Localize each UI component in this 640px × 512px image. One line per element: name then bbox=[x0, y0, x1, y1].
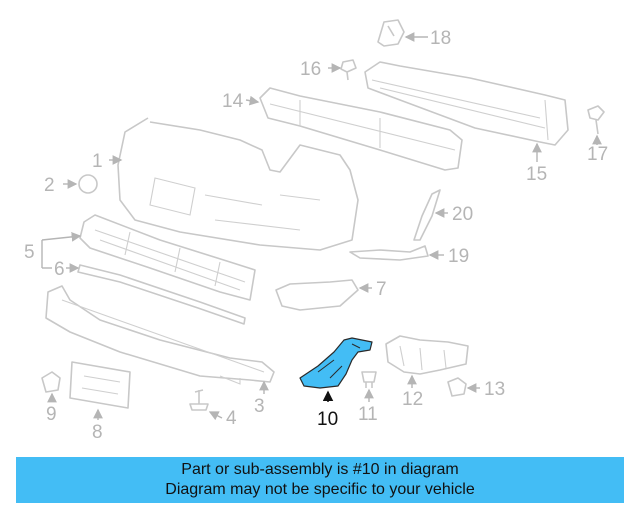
callout-3: 3 bbox=[254, 396, 265, 417]
callout-11: 11 bbox=[358, 404, 378, 425]
callout-16: 16 bbox=[300, 59, 321, 80]
part-20-molding bbox=[413, 189, 441, 241]
part-10-bracket-highlighted bbox=[299, 337, 373, 389]
banner-line-1: Part or sub-assembly is #10 in diagram bbox=[181, 461, 459, 478]
parts-diagram: 18 16 15 17 14 1 2 20 19 bbox=[24, 19, 608, 443]
callout-5: 5 bbox=[24, 242, 35, 263]
callout-1: 1 bbox=[92, 151, 103, 172]
callout-8: 8 bbox=[92, 422, 103, 443]
callout-17: 17 bbox=[587, 144, 608, 165]
part-2-tow-cap bbox=[78, 174, 98, 194]
callout-2: 2 bbox=[44, 175, 55, 196]
part-13-nut bbox=[447, 377, 467, 397]
part-8-license-bracket bbox=[69, 361, 131, 409]
callout-15: 15 bbox=[526, 164, 547, 185]
callout-13: 13 bbox=[484, 379, 505, 400]
part-5-lower-grille bbox=[79, 214, 256, 301]
part-6-molding-strip bbox=[77, 264, 246, 325]
part-18-bracket bbox=[377, 19, 405, 47]
part-16-bolt bbox=[340, 59, 357, 81]
callout-14: 14 bbox=[222, 91, 244, 112]
part-15-impact-bar bbox=[364, 61, 569, 146]
part-17-bolt bbox=[587, 105, 605, 135]
part-19-trim bbox=[349, 245, 429, 261]
part-14-absorber bbox=[259, 87, 463, 171]
part-1-bumper-cover bbox=[117, 117, 359, 251]
callout-19: 19 bbox=[448, 246, 469, 267]
part-4-screw bbox=[189, 389, 209, 411]
callout-9: 9 bbox=[46, 404, 57, 425]
part-12-guide-bracket bbox=[385, 335, 469, 375]
info-banner: Part or sub-assembly is #10 in diagram D… bbox=[16, 457, 624, 503]
callout-6: 6 bbox=[54, 259, 65, 280]
callout-18: 18 bbox=[430, 28, 451, 49]
callout-4: 4 bbox=[226, 408, 237, 429]
callout-10: 10 bbox=[317, 409, 338, 430]
part-11-clip bbox=[361, 371, 377, 388]
callout-7: 7 bbox=[376, 279, 387, 300]
part-9-nut bbox=[41, 371, 61, 393]
part-7-fog-trim bbox=[275, 279, 359, 311]
callout-20: 20 bbox=[452, 204, 473, 225]
part-3-lower-cover bbox=[45, 285, 275, 385]
banner-line-2: Diagram may not be specific to your vehi… bbox=[165, 481, 475, 498]
callout-12: 12 bbox=[402, 389, 423, 410]
